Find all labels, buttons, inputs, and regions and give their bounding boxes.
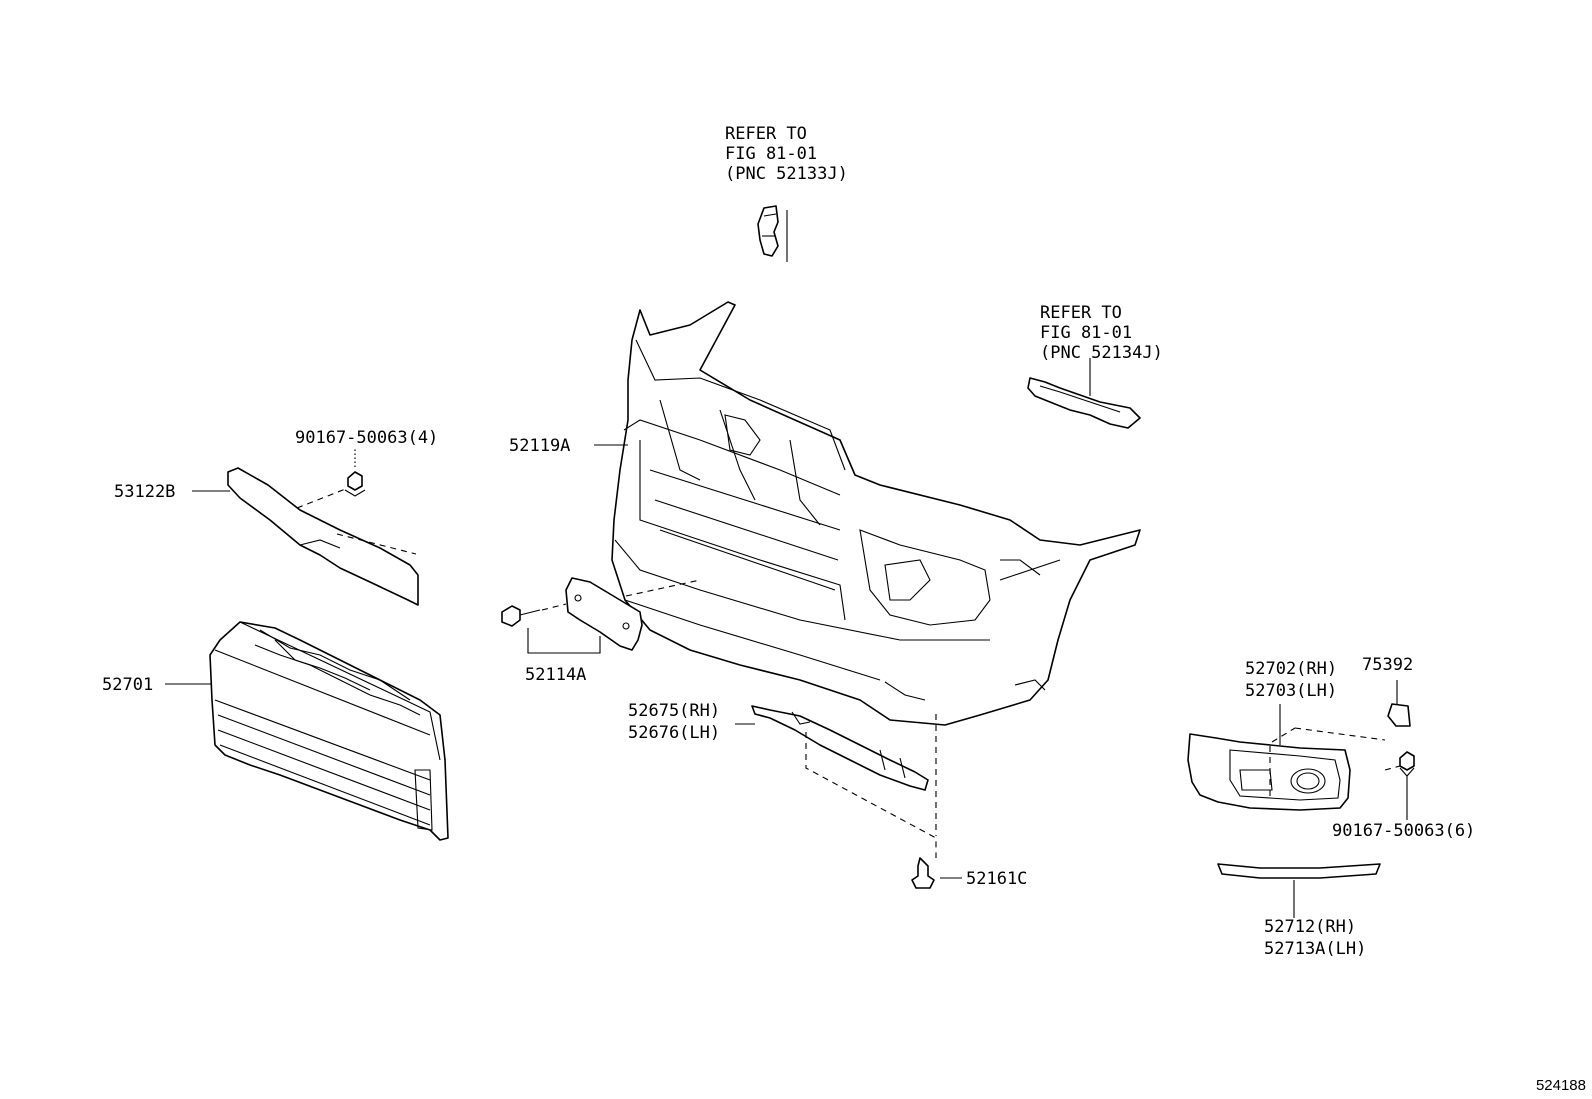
label-52701: 52701: [102, 675, 153, 695]
label-fig-1: FIG 81-01: [725, 144, 817, 164]
moulding-52712-drawing[interactable]: [1217, 863, 1381, 879]
bolt-90167-50063-4-drawing[interactable]: [344, 471, 366, 497]
installation-dashed-lines: [296, 487, 1401, 858]
label-52702-rh: 52702(RH): [1245, 659, 1337, 679]
label-53122b: 53122B: [114, 482, 175, 502]
clip-52161c-drawing[interactable]: [911, 857, 935, 889]
label-pnc-1: (PNC 52133J): [725, 164, 848, 184]
screw-52114a-drawing[interactable]: [501, 605, 541, 627]
bracket-52133j-drawing[interactable]: [757, 205, 779, 257]
bumper-cover-drawing[interactable]: [611, 301, 1141, 726]
label-52713a-lh: 52713A(LH): [1264, 939, 1366, 959]
part-labels: REFER TO FIG 81-01 (PNC 52133J) REFER TO…: [102, 124, 1586, 1094]
moulding-53122b-drawing[interactable]: [227, 467, 419, 606]
label-refer-to-2: REFER TO: [1040, 303, 1122, 323]
label-75392: 75392: [1362, 655, 1413, 675]
license-bracket-52114a-drawing[interactable]: [565, 577, 643, 651]
label-52161c: 52161C: [966, 869, 1027, 889]
label-52676-lh: 52676(LH): [628, 723, 720, 743]
label-refer-to-1: REFER TO: [725, 124, 807, 144]
radiator-grille-52701-drawing[interactable]: [209, 621, 449, 841]
label-90167-50063-6: 90167-50063(6): [1332, 821, 1475, 841]
clip-75392-drawing[interactable]: [1387, 703, 1411, 727]
label-fig-2: FIG 81-01: [1040, 323, 1132, 343]
figure-number: 524188: [1536, 1077, 1586, 1094]
side-support-52675-drawing[interactable]: [751, 705, 929, 791]
bolt-90167-50063-6-drawing[interactable]: [1399, 751, 1415, 777]
label-52703-lh: 52703(LH): [1245, 681, 1337, 701]
label-pnc-2: (PNC 52134J): [1040, 343, 1163, 363]
bracket-52134j-drawing[interactable]: [1027, 377, 1141, 429]
label-52675-rh: 52675(RH): [628, 701, 720, 721]
leader-lines: [165, 210, 1408, 918]
fog-lamp-cover-52702-drawing[interactable]: [1187, 733, 1351, 811]
label-52712-rh: 52712(RH): [1264, 917, 1356, 937]
label-52114a: 52114A: [525, 665, 586, 685]
label-90167-50063-4: 90167-50063(4): [295, 428, 438, 448]
label-52119a: 52119A: [509, 436, 570, 456]
